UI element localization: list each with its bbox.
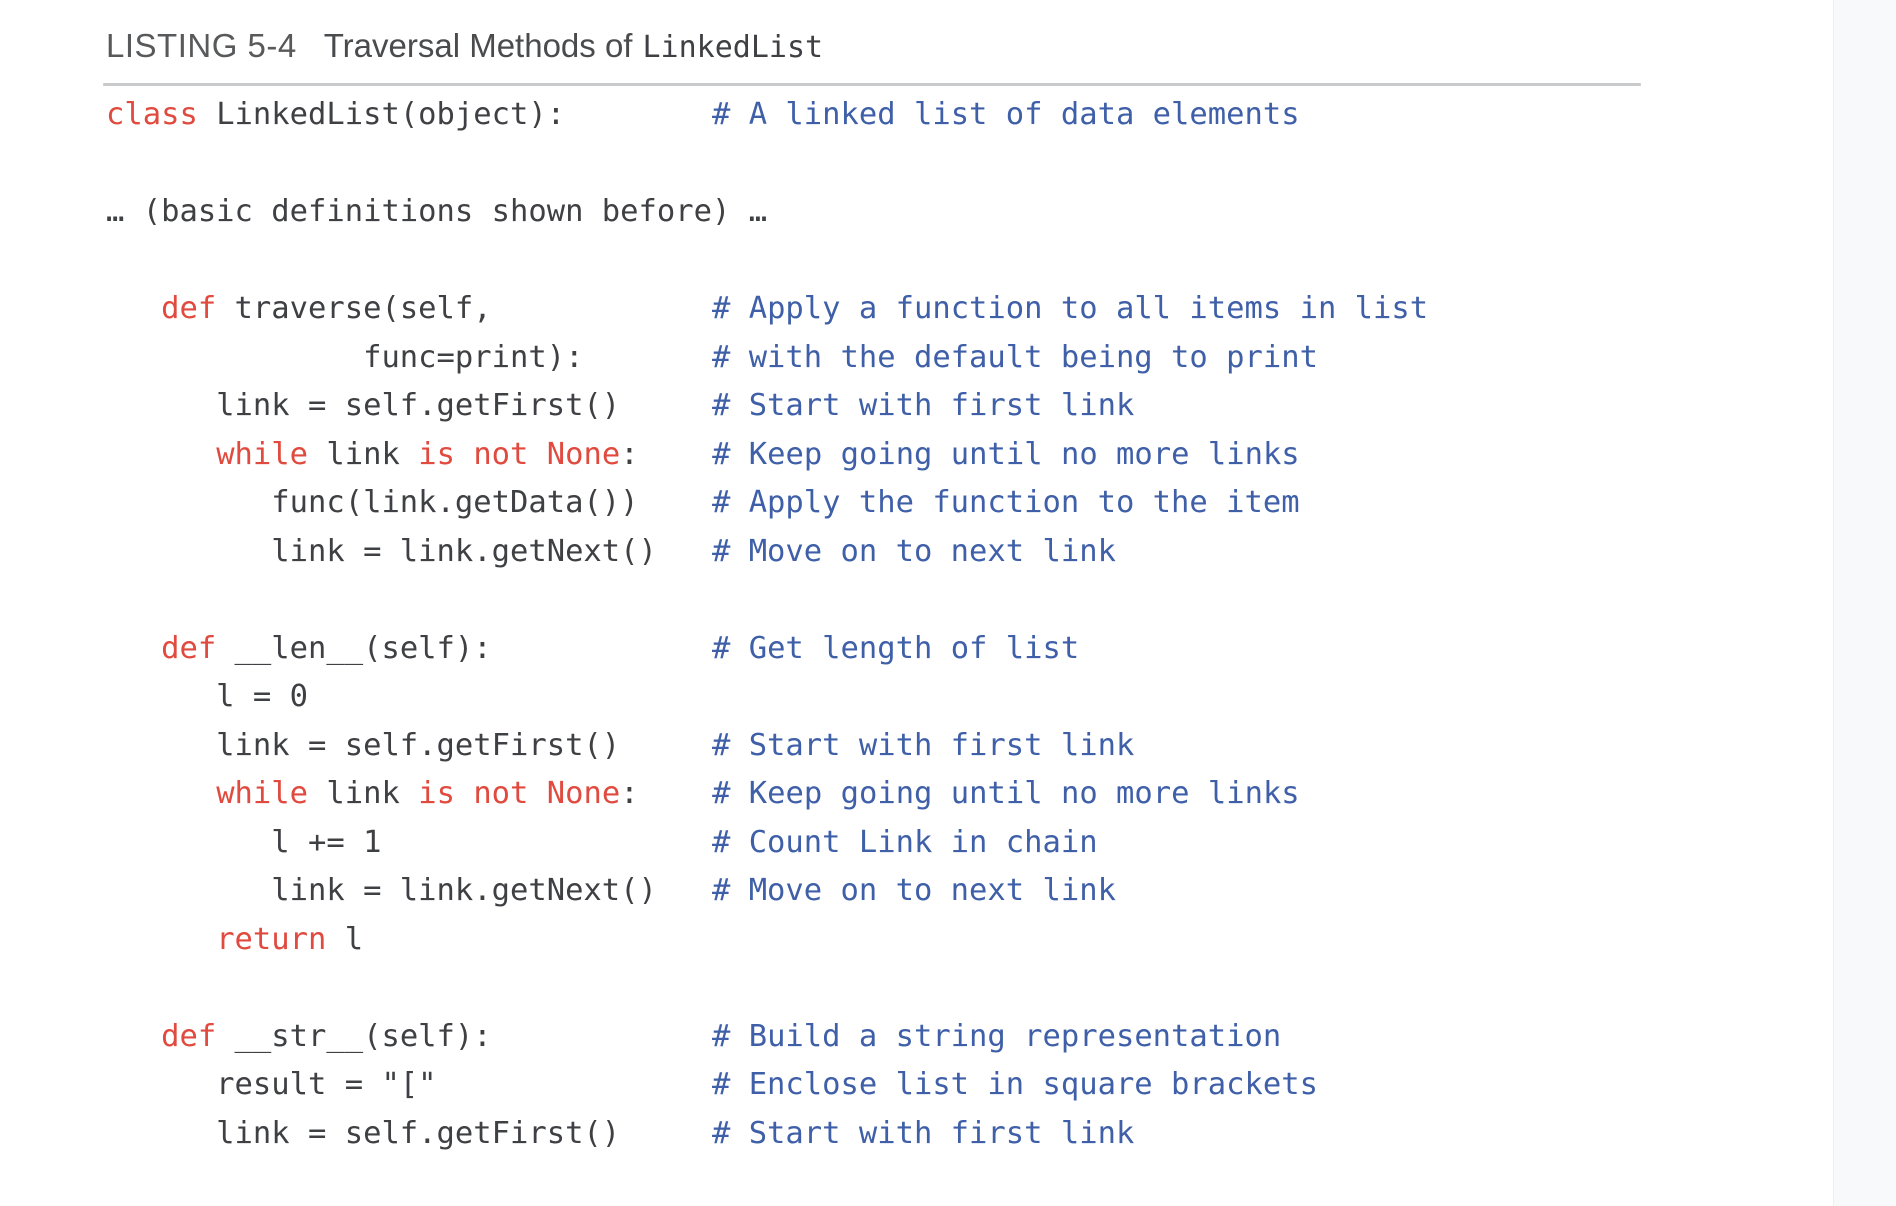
code-token: l: [326, 921, 364, 957]
code-line: def __len__(self): # Get length of list: [106, 625, 1641, 674]
code-token: __str__(self):: [216, 1018, 712, 1054]
code-line: def traverse(self, # Apply a function to…: [106, 285, 1641, 334]
code-token: link: [308, 436, 419, 472]
code-token: … (basic definitions shown before) …: [106, 194, 768, 229]
code-line: while link is not None: # Keep going unt…: [106, 431, 1641, 480]
keyword-token: def: [161, 1018, 217, 1054]
page-right-gutter: [1833, 0, 1896, 1206]
listing-header: LISTING 5-4 Traversal Methods of LinkedLis…: [106, 26, 1641, 66]
code-token: [106, 631, 161, 666]
code-token: :: [620, 776, 713, 811]
comment-token: # Apply a function to all items in list: [711, 291, 1429, 326]
code-token: l = 0: [106, 679, 308, 714]
comment-token: # Build a string representation: [711, 1018, 1282, 1054]
comment-token: # Start with first link: [711, 727, 1135, 763]
code-line: link = self.getFirst() # Start with firs…: [106, 722, 1641, 771]
code-block: class LinkedList(object): # A linked lis…: [106, 86, 1641, 1158]
code-token: [106, 437, 216, 472]
code-token: traverse(self,: [216, 291, 712, 326]
code-token: LinkedList(object):: [197, 97, 712, 132]
code-line: result = "[" # Enclose list in square br…: [106, 1061, 1641, 1110]
keyword-token: not: [473, 436, 529, 472]
code-line: [106, 576, 1641, 625]
code-line: func=print): # with the default being to…: [106, 334, 1641, 383]
comment-token: # Keep going until no more links: [712, 776, 1300, 811]
code-line: return l: [106, 916, 1641, 965]
keyword-token: None: [546, 436, 621, 472]
code-line: link = link.getNext() # Move on to next …: [106, 528, 1641, 577]
listing-title: Traversal Methods of: [323, 27, 633, 64]
comment-token: # Count Link in chain: [711, 824, 1098, 860]
header-divider-rule: [103, 83, 1641, 86]
code-line: [106, 140, 1641, 189]
code-token: func(link.getData()): [106, 485, 712, 520]
code-line: link = self.getFirst() # Start with firs…: [106, 382, 1641, 431]
code-token: result = "[": [106, 1067, 712, 1102]
code-line: [106, 237, 1641, 286]
keyword-token: not: [473, 776, 529, 811]
comment-token: # Start with first link: [711, 1115, 1135, 1151]
code-line: [106, 964, 1641, 1013]
code-token: func=print):: [106, 339, 712, 375]
comment-token: # Enclose list in square brackets: [711, 1067, 1318, 1102]
code-line: link = self.getFirst() # Start with firs…: [106, 1110, 1641, 1159]
keyword-token: while: [216, 776, 309, 811]
code-token: [106, 291, 161, 326]
code-line: link = link.getNext() # Move on to next …: [106, 867, 1641, 916]
comment-token: # Get length of list: [711, 630, 1080, 666]
listing-label: LISTING 5-4: [106, 27, 297, 64]
comment-token: # A linked list of data elements: [711, 97, 1300, 132]
code-token: link = link.getNext(): [106, 873, 712, 908]
code-token: __len__(self):: [216, 630, 712, 666]
code-token: [106, 1019, 161, 1054]
code-line: … (basic definitions shown before) …: [106, 188, 1641, 237]
code-line: l += 1 # Count Link in chain: [106, 819, 1641, 868]
listing-title-code-name: LinkedList: [642, 30, 824, 65]
comment-token: # Start with first link: [711, 388, 1135, 423]
keyword-token: def: [161, 291, 217, 326]
comment-token: # Move on to next link: [711, 533, 1116, 569]
code-token: [106, 922, 216, 957]
keyword-token: is: [418, 436, 455, 472]
code-line: while link is not None: # Keep going unt…: [106, 770, 1641, 819]
comment-token: # Apply the function to the item: [711, 485, 1300, 520]
code-token: [528, 437, 546, 472]
code-token: link = self.getFirst(): [106, 727, 712, 763]
code-line: func(link.getData()) # Apply the functio…: [106, 479, 1641, 528]
keyword-token: None: [546, 776, 621, 811]
comment-token: # Keep going until no more links: [712, 436, 1300, 472]
keyword-token: def: [161, 630, 217, 666]
code-token: [106, 776, 216, 811]
code-token: :: [620, 436, 713, 472]
code-token: link: [308, 776, 419, 811]
code-token: link = link.getNext(): [106, 533, 712, 569]
code-token: [455, 776, 473, 811]
code-line: l = 0: [106, 673, 1641, 722]
comment-token: # with the default being to print: [711, 339, 1318, 375]
code-token: link = self.getFirst(): [106, 1115, 712, 1151]
keyword-token: while: [216, 436, 309, 472]
keyword-token: class: [106, 97, 198, 132]
code-token: [528, 776, 546, 811]
listing-container: LISTING 5-4 Traversal Methods of LinkedLis…: [103, 26, 1641, 1158]
keyword-token: return: [216, 921, 327, 957]
code-token: [455, 437, 473, 472]
code-line: def __str__(self): # Build a string repr…: [106, 1013, 1641, 1062]
code-token: link = self.getFirst(): [106, 388, 712, 423]
code-line: class LinkedList(object): # A linked lis…: [106, 91, 1641, 140]
comment-token: # Move on to next link: [711, 873, 1116, 908]
keyword-token: is: [418, 776, 455, 811]
code-token: l += 1: [106, 824, 712, 860]
